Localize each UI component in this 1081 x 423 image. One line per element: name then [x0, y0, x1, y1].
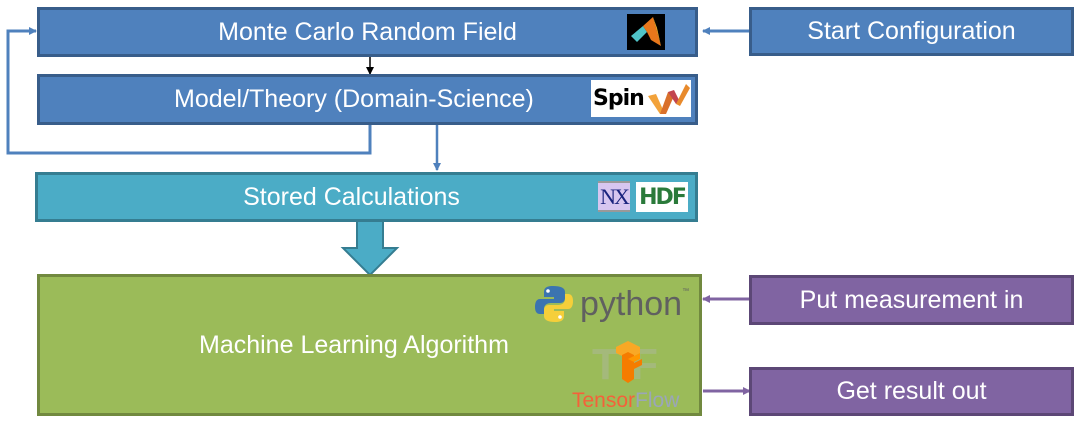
- python-logo-text: python: [580, 284, 683, 323]
- nexus-logo-text: NX: [600, 183, 630, 209]
- node-ml-algorithm[interactable]: Machine Learning Algorithm: [37, 274, 702, 416]
- node-model-theory[interactable]: Model/Theory (Domain-Science): [37, 74, 698, 125]
- tensorflow-text-tensor: Tensor: [572, 389, 636, 412]
- spinw-logo: Spin: [591, 80, 691, 117]
- matlab-icon: [627, 14, 665, 50]
- nexus-logo: NX: [598, 181, 630, 212]
- spinw-logo-text: Spin: [593, 86, 645, 111]
- node-get-result-label: Get result out: [836, 377, 987, 405]
- node-start-configuration[interactable]: Start Configuration: [749, 7, 1074, 56]
- python-tm: ™: [682, 288, 690, 295]
- node-stored-calculations-label: Stored Calculations: [243, 182, 460, 211]
- node-get-result[interactable]: Get result out: [749, 367, 1074, 416]
- hdf-logo: HDF: [636, 182, 688, 212]
- node-start-configuration-label: Start Configuration: [807, 17, 1016, 45]
- node-put-measurement-label: Put measurement in: [799, 285, 1024, 314]
- node-put-measurement[interactable]: Put measurement in: [749, 275, 1074, 325]
- node-monte-carlo-label: Monte Carlo Random Field: [218, 17, 517, 46]
- node-monte-carlo[interactable]: Monte Carlo Random Field: [37, 7, 698, 57]
- node-stored-calculations[interactable]: Stored Calculations: [35, 172, 698, 222]
- python-logo: python ™: [534, 284, 694, 324]
- hdf-logo-text: HDF: [639, 184, 687, 210]
- tensorflow-logo: T F TensorFlow: [572, 333, 682, 413]
- node-model-theory-label: Model/Theory (Domain-Science): [174, 85, 534, 113]
- node-ml-algorithm-label: Machine Learning Algorithm: [199, 330, 509, 359]
- tensorflow-text-flow: Flow: [635, 389, 680, 412]
- tensorflow-icon: T F: [592, 340, 658, 389]
- python-snake-icon: [535, 286, 573, 322]
- edge-stored-to-ml-block-arrow: [340, 219, 400, 277]
